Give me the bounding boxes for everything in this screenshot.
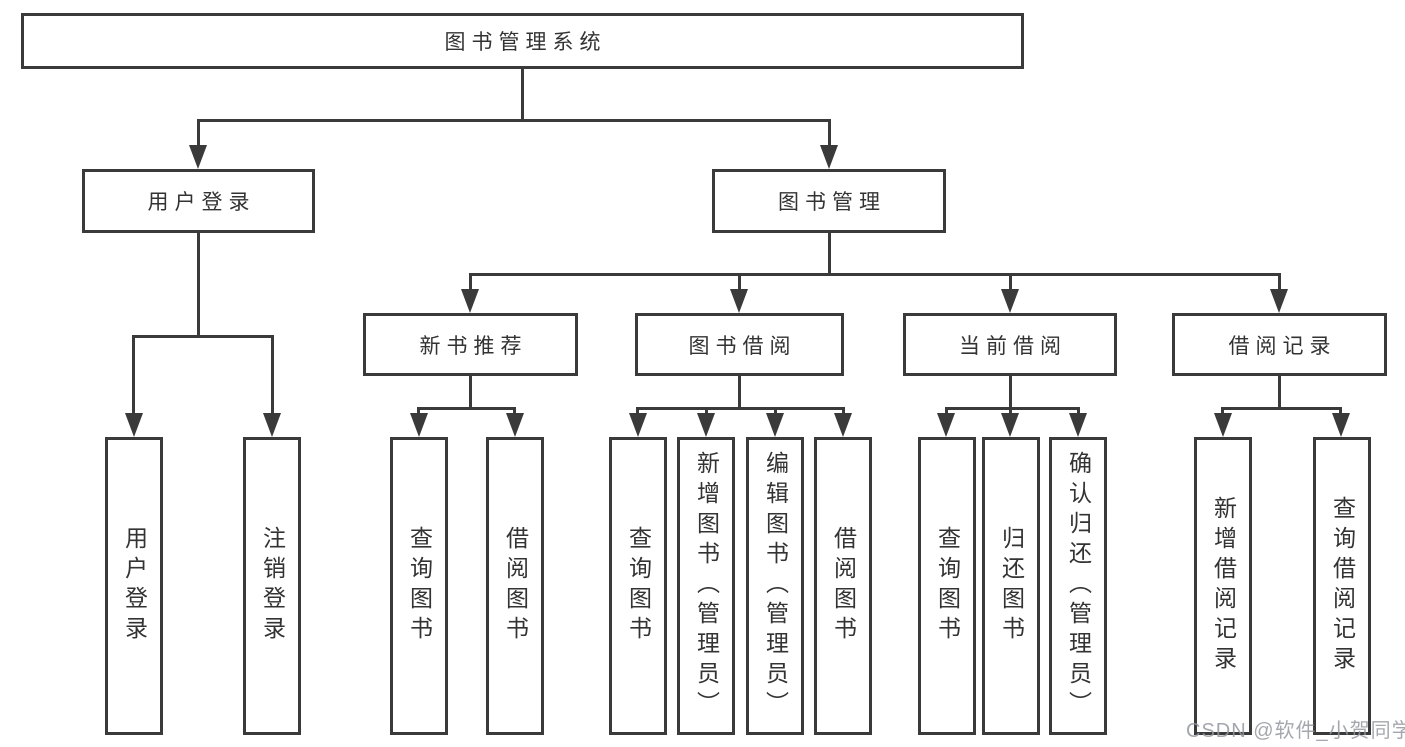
connector-line <box>738 376 741 407</box>
leaf-query-books-borrow-label: 查询图书 <box>625 526 652 646</box>
connector-line <box>1077 407 1080 417</box>
arrow-down-icon <box>263 413 281 437</box>
leaf-edit-books-admin-label: 编辑图书（管理员） <box>762 451 789 721</box>
connector-line <box>945 407 1080 410</box>
connector-line <box>828 119 831 151</box>
connector-line <box>774 407 777 417</box>
arrow-down-icon <box>461 289 479 313</box>
arrow-down-icon <box>506 413 524 437</box>
connector-line <box>271 335 274 417</box>
arrow-down-icon <box>1270 289 1288 313</box>
arrow-down-icon <box>937 413 955 437</box>
leaf-query-books-recommend-label: 查询图书 <box>406 526 433 646</box>
connector-line <box>1009 407 1012 417</box>
connector-line <box>132 335 274 338</box>
connector-line <box>1009 273 1012 293</box>
leaf-add-borrow-record: 新增借阅记录 <box>1194 437 1252 735</box>
node-book-management: 图书管理 <box>712 169 946 233</box>
node-new-book-recommend: 新书推荐 <box>363 313 578 376</box>
arrow-down-icon <box>1001 413 1019 437</box>
arrow-down-icon <box>1069 413 1087 437</box>
arrow-down-icon <box>834 413 852 437</box>
connector-line <box>1221 407 1224 417</box>
leaf-query-books-current-label: 查询图书 <box>934 526 961 646</box>
node-user-login: 用户登录 <box>82 169 315 233</box>
leaf-query-books-current: 查询图书 <box>918 437 976 735</box>
leaf-borrow-books-recommend: 借阅图书 <box>486 437 544 735</box>
leaf-borrow-books: 借阅图书 <box>814 437 872 735</box>
connector-line <box>132 335 135 417</box>
leaf-return-books-label: 归还图书 <box>998 526 1025 646</box>
connector-line <box>197 119 200 151</box>
leaf-query-books-borrow: 查询图书 <box>609 437 667 735</box>
connector-line <box>945 407 948 417</box>
arrow-down-icon <box>697 413 715 437</box>
leaf-user-login: 用户登录 <box>105 437 163 735</box>
leaf-borrow-books-recommend-label: 借阅图书 <box>502 526 529 646</box>
connector-line <box>197 119 831 122</box>
leaf-logout-label: 注销登录 <box>259 526 286 646</box>
connector-line <box>417 407 420 417</box>
connector-line <box>1278 273 1281 293</box>
arrow-down-icon <box>410 413 428 437</box>
connector-line <box>1339 407 1342 417</box>
connector-line <box>1221 407 1342 410</box>
leaf-query-borrow-record: 查询借阅记录 <box>1313 437 1371 735</box>
leaf-add-books-admin: 新增图书（管理员） <box>677 437 735 735</box>
node-root-library-system: 图书管理系统 <box>21 13 1024 69</box>
arrow-down-icon <box>1001 289 1019 313</box>
connector-line <box>197 233 200 335</box>
leaf-confirm-return-admin: 确认归还（管理员） <box>1049 437 1107 735</box>
connector-line <box>636 407 845 410</box>
arrow-down-icon <box>189 145 207 169</box>
node-current-borrow: 当前借阅 <box>903 313 1117 376</box>
connector-line <box>1278 376 1281 407</box>
connector-line <box>738 273 741 293</box>
arrow-down-icon <box>629 413 647 437</box>
csdn-watermark: CSDN @软件_小贺同学 <box>1186 720 1405 742</box>
leaf-edit-books-admin: 编辑图书（管理员） <box>746 437 804 735</box>
arrow-down-icon <box>1214 413 1232 437</box>
leaf-add-books-admin-label: 新增图书（管理员） <box>693 451 720 721</box>
connector-line <box>842 407 845 417</box>
connector-line <box>513 407 516 417</box>
connector-line <box>469 273 1281 276</box>
leaf-user-login-label: 用户登录 <box>121 526 148 646</box>
leaf-confirm-return-admin-label: 确认归还（管理员） <box>1065 451 1092 721</box>
arrow-down-icon <box>125 413 143 437</box>
connector-line <box>828 233 831 273</box>
connector-line <box>469 376 472 407</box>
connector-line <box>521 69 524 119</box>
connector-line <box>1009 376 1012 407</box>
leaf-add-borrow-record-label: 新增借阅记录 <box>1210 496 1237 676</box>
leaf-query-borrow-record-label: 查询借阅记录 <box>1329 496 1356 676</box>
leaf-query-books-recommend: 查询图书 <box>390 437 448 735</box>
connector-line <box>469 273 472 293</box>
arrow-down-icon <box>730 289 748 313</box>
arrow-down-icon <box>766 413 784 437</box>
connector-line <box>636 407 639 417</box>
arrow-down-icon <box>820 145 838 169</box>
leaf-return-books: 归还图书 <box>982 437 1040 735</box>
arrow-down-icon <box>1332 413 1350 437</box>
connector-line <box>705 407 708 417</box>
node-borrow-records: 借阅记录 <box>1172 313 1387 376</box>
connector-line <box>417 407 516 410</box>
leaf-borrow-books-label: 借阅图书 <box>830 526 857 646</box>
node-book-borrow: 图书借阅 <box>635 313 844 376</box>
leaf-logout: 注销登录 <box>243 437 301 735</box>
